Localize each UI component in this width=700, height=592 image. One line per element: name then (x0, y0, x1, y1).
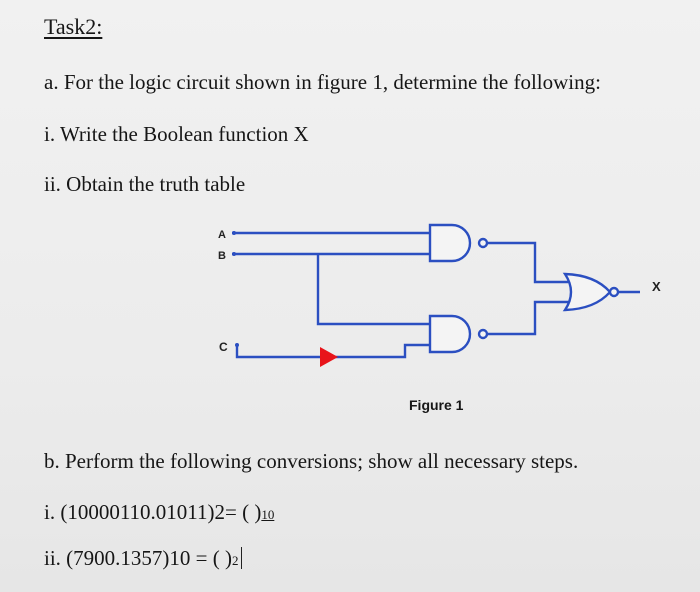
part-a-intro: a. For the logic circuit shown in figure… (44, 70, 601, 94)
nor-gate (562, 272, 620, 312)
task-title: Task2: (44, 14, 103, 39)
base-subscript-2: 2 (232, 553, 239, 568)
not-gate-triangle (320, 347, 338, 367)
part-a-question-1: i. Write the Boolean function X (44, 122, 309, 146)
circuit-wires (232, 231, 640, 359)
base-subscript-10: 10 (261, 507, 275, 522)
part-b-intro: b. Perform the following conversions; sh… (44, 449, 579, 473)
nand-gate-2 (428, 314, 489, 354)
input-label-b: B (218, 250, 226, 262)
output-label-x: X (652, 279, 661, 294)
wire-c (235, 345, 320, 359)
part-b-question-2: ii. (7900.1357)10 = ( )2 (44, 546, 242, 571)
input-label-c: C (219, 340, 228, 354)
nand-gate-1 (428, 223, 489, 263)
wire-gate2-out (488, 300, 570, 336)
text-cursor (240, 547, 242, 569)
figure-caption: Figure 1 (409, 397, 464, 413)
wire-gate1-out (488, 241, 570, 284)
wire-c-to-gate (332, 343, 430, 359)
logic-circuit-figure: A B C X (218, 223, 661, 367)
part-b-question-1: i. (10000110.01011)2= ( )10 (44, 500, 275, 524)
part-a-question-2: ii. Obtain the truth table (44, 172, 246, 196)
input-label-a: A (218, 229, 226, 241)
wire-b-branch (316, 254, 430, 326)
